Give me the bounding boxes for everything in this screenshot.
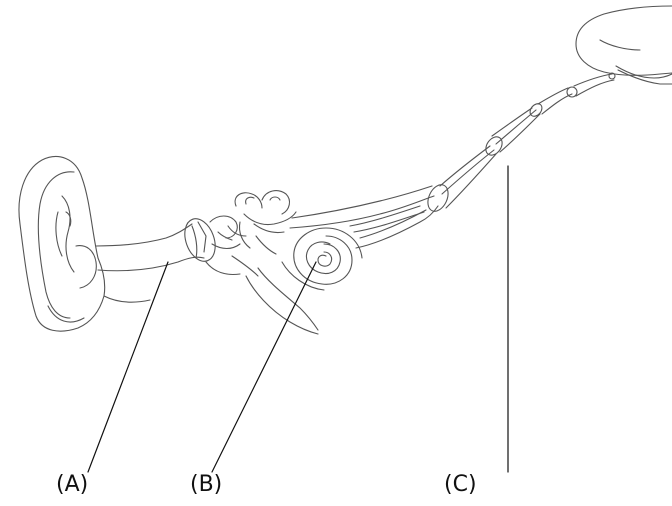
ear-canal: [96, 224, 204, 302]
label-a: (A): [56, 474, 88, 496]
leader-line-b: [212, 262, 316, 472]
brain-cortex: [576, 6, 672, 84]
auditory-nerve: [290, 73, 615, 248]
leader-lines: [88, 166, 508, 472]
inner-ear-vestibule-cochlea: [235, 191, 362, 334]
label-b: (B): [190, 474, 222, 496]
outer-ear-pinna: [19, 157, 105, 332]
leader-line-a: [88, 262, 168, 472]
label-c: (C): [444, 474, 477, 496]
